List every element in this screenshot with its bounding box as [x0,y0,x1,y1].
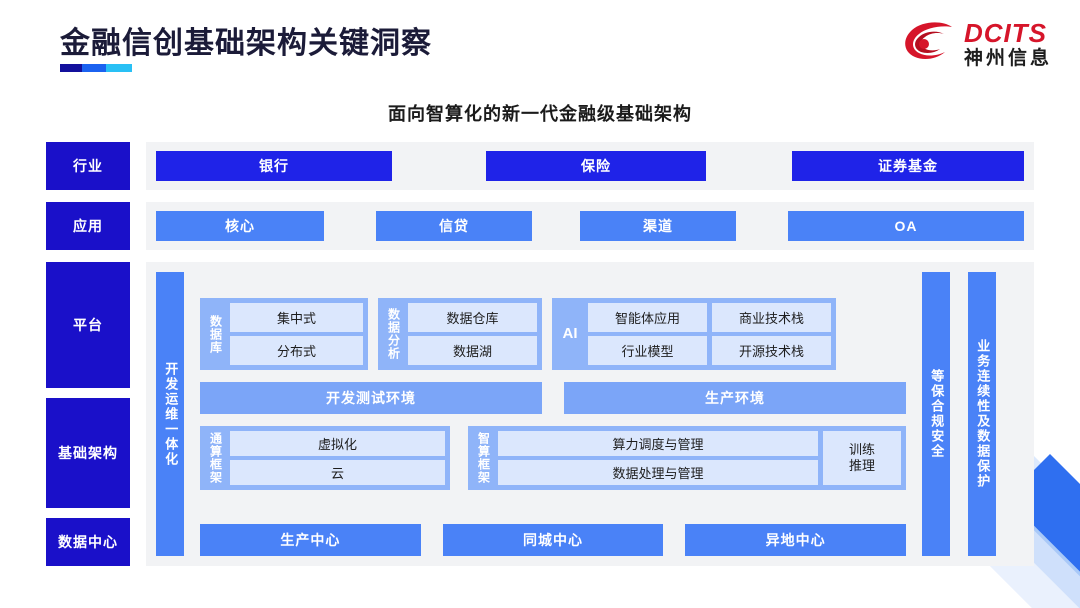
ai-item-agent-application[interactable]: 智能体应用 [588,303,707,332]
datacenter-production[interactable]: 生产中心 [200,524,421,556]
industry-item-securities[interactable]: 证券基金 [792,151,1024,181]
group-database: 数据库 集中式 分布式 [200,298,368,370]
environment-dev-test[interactable]: 开发测试环境 [200,382,542,414]
analytics-item-lake[interactable]: 数据湖 [408,336,537,365]
vertical-column-security: 等保合规安全 [922,272,950,556]
general-framework-item-cloud[interactable]: 云 [230,460,445,485]
industry-band: 银行 保险 证券基金 [146,142,1034,190]
vertical-column-devops: 开发运维一体化 [156,272,184,556]
title-underline-accent [60,64,132,72]
logo-text-en: DCITS [963,18,1047,48]
layer-label-industry: 行业 [46,142,130,190]
brand-logo: DCITS 神州信息 [904,20,1052,68]
database-item-distributed[interactable]: 分布式 [230,336,363,365]
smart-framework-label: 智算框架 [476,432,491,484]
general-framework-item-virtualization[interactable]: 虚拟化 [230,431,445,456]
datacenter-row: 生产中心 同城中心 异地中心 [200,524,907,556]
layer-content-column: 银行 保险 证券基金 核心 信贷 渠道 OA [146,142,1034,566]
group-smart-framework: 智算框架 算力调度与管理 数据处理与管理 训练推理 [468,426,906,490]
logo-text-cn: 神州信息 [963,48,1052,69]
layer-label-application: 应用 [46,202,130,250]
environment-row: 开发测试环境 生产环境 [200,382,906,414]
analytics-item-warehouse[interactable]: 数据仓库 [408,303,537,332]
framework-row: 通算框架 虚拟化 云 智算框架 [200,426,906,490]
application-item-credit[interactable]: 信贷 [376,211,532,241]
group-analytics-label: 数据分析 [386,308,401,360]
page-title: 金融信创基础架构关键洞察 [60,27,432,60]
group-general-framework: 通算框架 虚拟化 云 [200,426,450,490]
ai-item-industry-model[interactable]: 行业模型 [588,336,707,365]
general-framework-label: 通算框架 [208,432,223,484]
datacenter-remote[interactable]: 异地中心 [685,524,907,556]
platform-main-area: 数据库 集中式 分布式 数据分析 数据仓库 数据湖 [200,272,907,556]
industry-row: 银行 保险 证券基金 [146,151,1034,181]
ai-item-commercial-stack[interactable]: 商业技术栈 [712,303,831,332]
group-analytics: 数据分析 数据仓库 数据湖 [378,298,542,370]
ai-item-opensource-stack[interactable]: 开源技术栈 [712,336,831,365]
layer-label-column: 行业 应用 平台 基础架构 数据中心 [46,142,130,566]
database-item-centralized[interactable]: 集中式 [230,303,363,332]
swoosh-logo-icon [905,22,952,60]
application-band: 核心 信贷 渠道 OA [146,202,1034,250]
environment-production[interactable]: 生产环境 [564,382,906,414]
smart-framework-train-infer[interactable]: 训练推理 [823,431,901,485]
application-item-core[interactable]: 核心 [156,211,324,241]
datacenter-same-city[interactable]: 同城中心 [442,524,664,556]
group-database-label: 数据库 [208,314,223,354]
smart-framework-item-compute-scheduling[interactable]: 算力调度与管理 [498,431,818,456]
industry-item-insurance[interactable]: 保险 [486,151,706,181]
group-ai: AI 智能体应用 行业模型 商业技术栈 开源技术栈 [552,298,836,370]
platform-band: 开发运维一体化 等保合规安全 业务连续性及数据保护 数据库 集中式 分布式 [146,262,1034,566]
application-item-channel[interactable]: 渠道 [580,211,736,241]
application-row: 核心 信贷 渠道 OA [146,211,1034,241]
smart-framework-item-data-processing[interactable]: 数据处理与管理 [498,460,818,485]
vertical-column-continuity: 业务连续性及数据保护 [968,272,996,556]
architecture-diagram: 行业 应用 平台 基础架构 数据中心 银行 保险 证券基金 核心 [46,142,1034,566]
layer-label-datacenter: 数据中心 [46,518,130,566]
platform-inner: 开发运维一体化 等保合规安全 业务连续性及数据保护 数据库 集中式 分布式 [156,272,1024,556]
layer-label-platform: 平台 [46,262,130,388]
group-ai-label: AI [562,324,578,342]
application-item-oa[interactable]: OA [788,211,1024,241]
industry-item-bank[interactable]: 银行 [156,151,392,181]
layer-label-infrastructure: 基础架构 [46,398,130,508]
diagram-subtitle: 面向智算化的新一代金融级基础架构 [388,104,692,124]
